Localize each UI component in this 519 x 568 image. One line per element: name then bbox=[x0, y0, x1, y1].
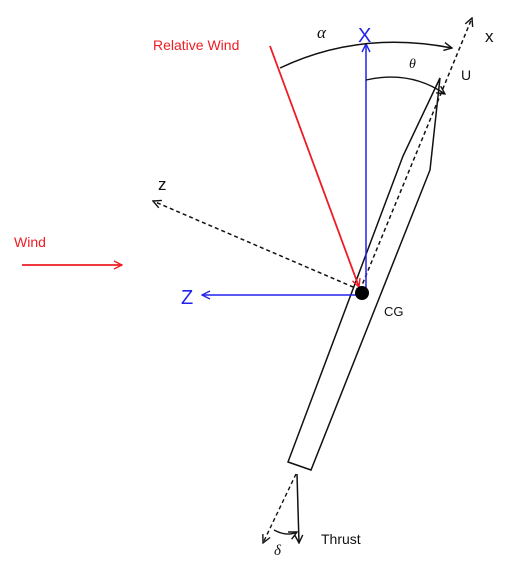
wind-label: Wind bbox=[14, 234, 46, 250]
body-x-label: x bbox=[485, 27, 494, 46]
inertial-x-label: X bbox=[358, 25, 371, 47]
cg-label: CG bbox=[384, 304, 404, 319]
inertial-z-label: Z bbox=[181, 287, 193, 309]
body-x-axis bbox=[359, 18, 472, 291]
velocity-label: U bbox=[461, 67, 471, 83]
cg-point bbox=[355, 286, 369, 300]
relative-wind-label: Relative Wind bbox=[153, 37, 239, 53]
thrust-reference-line bbox=[263, 473, 297, 543]
delta-label: δ bbox=[274, 543, 282, 559]
theta-label: θ bbox=[409, 57, 416, 72]
alpha-arc bbox=[279, 41, 452, 69]
theta-arc bbox=[365, 76, 445, 94]
rocket-body bbox=[287, 77, 441, 471]
body-z-axis bbox=[153, 201, 361, 291]
thrust-vector bbox=[297, 473, 299, 543]
alpha-label: α bbox=[317, 23, 327, 42]
thrust-label: Thrust bbox=[321, 531, 361, 547]
delta-arc bbox=[273, 529, 297, 534]
body-z-label: z bbox=[158, 175, 167, 194]
relative-wind-vector bbox=[269, 45, 359, 287]
